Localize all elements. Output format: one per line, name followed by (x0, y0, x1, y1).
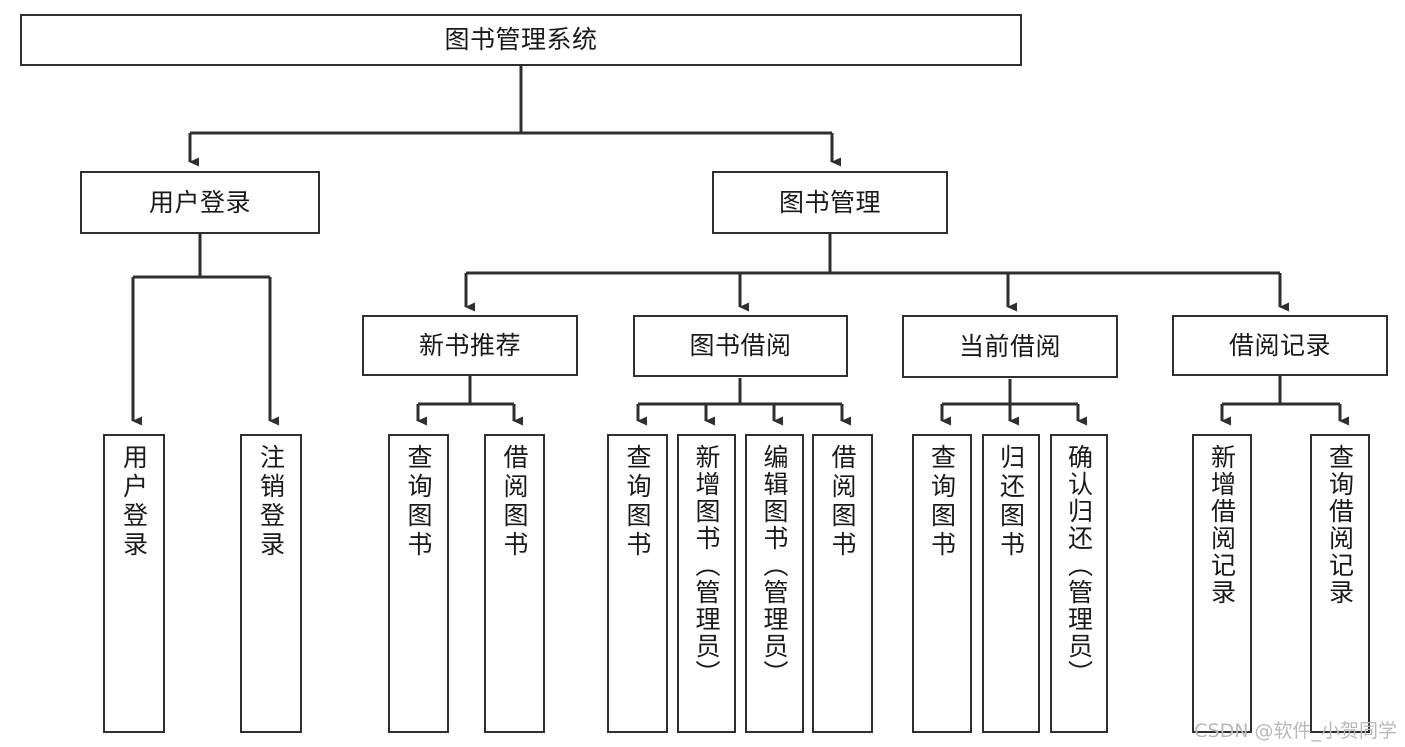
node-label: 新书推荐 (418, 330, 521, 360)
node-label: 编辑图书（管理员） (760, 444, 789, 687)
node-current-borrow[interactable]: 当前借阅 (902, 315, 1118, 378)
leaf-query-book-new-recommend[interactable]: 查询图书 (388, 434, 449, 733)
leaf-edit-book-admin[interactable]: 编辑图书（管理员） (745, 434, 804, 733)
node-label: 查询借阅记录 (1325, 444, 1355, 606)
node-label: 用户登录 (148, 187, 251, 217)
leaf-confirm-return-admin[interactable]: 确认归还（管理员） (1050, 434, 1108, 733)
leaf-borrow-book-borrow[interactable]: 借阅图书 (812, 434, 873, 733)
leaf-add-borrow-record[interactable]: 新增借阅记录 (1192, 434, 1252, 733)
node-label: 借阅记录 (1228, 330, 1331, 360)
leaf-return-book[interactable]: 归还图书 (982, 434, 1040, 733)
node-label: 图书管理系统 (444, 25, 598, 55)
csdn-watermark: CSDN @软件_小贺同学 (1194, 720, 1397, 742)
node-label: 新增借阅记录 (1207, 444, 1237, 606)
node-label: 新增图书（管理员） (692, 444, 721, 687)
leaf-query-book-current-borrow[interactable]: 查询图书 (912, 434, 972, 733)
node-label: 查询图书 (623, 444, 652, 560)
node-label: 当前借阅 (958, 331, 1061, 361)
leaf-logout-login[interactable]: 注销登录 (240, 434, 302, 733)
node-book-management[interactable]: 图书管理 (712, 171, 948, 234)
leaf-user-login[interactable]: 用户登录 (103, 434, 165, 733)
leaf-query-borrow-record[interactable]: 查询借阅记录 (1310, 434, 1370, 733)
node-label: 注销登录 (256, 444, 286, 560)
leaf-borrow-book-new-recommend[interactable]: 借阅图书 (484, 434, 545, 733)
node-new-book-recommend[interactable]: 新书推荐 (362, 315, 578, 376)
node-book-borrow[interactable]: 图书借阅 (633, 315, 848, 377)
node-label: 确认归还（管理员） (1064, 444, 1094, 687)
node-label: 借阅图书 (500, 444, 529, 560)
node-label: 查询图书 (404, 444, 433, 560)
node-label: 归还图书 (996, 444, 1026, 560)
node-label: 图书借阅 (689, 331, 792, 361)
node-label: 图书管理 (778, 187, 881, 217)
node-user-login[interactable]: 用户登录 (80, 171, 320, 234)
node-label: 查询图书 (927, 444, 957, 560)
node-label: 借阅图书 (828, 444, 857, 560)
node-label: 用户登录 (119, 444, 149, 560)
node-borrow-record[interactable]: 借阅记录 (1172, 315, 1388, 376)
node-root-book-management-system[interactable]: 图书管理系统 (20, 14, 1022, 66)
leaf-add-book-admin[interactable]: 新增图书（管理员） (677, 434, 736, 733)
leaf-query-book-borrow[interactable]: 查询图书 (607, 434, 668, 733)
